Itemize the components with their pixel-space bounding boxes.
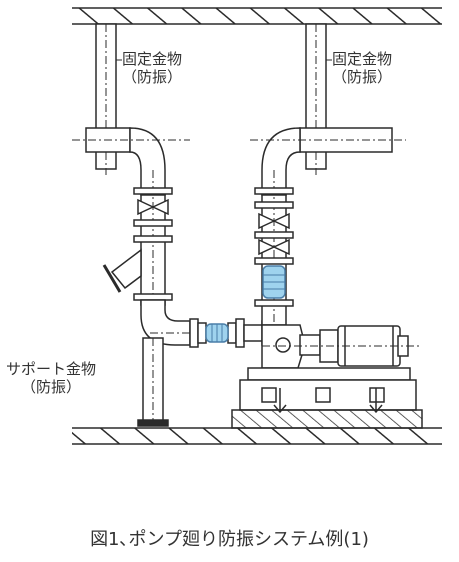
fixing-label-left-line1: 固定金物 bbox=[122, 50, 183, 68]
left-vertical-pipe bbox=[133, 170, 173, 320]
floor-slab bbox=[72, 427, 442, 445]
ceiling-slab bbox=[72, 7, 442, 25]
vibration-joint-horizontal bbox=[205, 323, 229, 343]
strainer bbox=[102, 248, 142, 293]
fixing-label-left-line2: （防振） bbox=[122, 68, 183, 86]
pump-unit bbox=[261, 324, 420, 369]
support-bracket bbox=[137, 337, 169, 428]
left-upper-pipe bbox=[72, 127, 190, 196]
support-label-line2: （防振） bbox=[21, 378, 82, 396]
figure-caption: 図1､ポンプ廻り防振システム例(1) bbox=[90, 529, 369, 550]
horizontal-pipe-to-pump bbox=[189, 318, 271, 348]
support-label: サポート金物 （防振） bbox=[6, 360, 96, 396]
fixing-label-right-line1: 固定金物 bbox=[332, 50, 393, 68]
right-vertical-pipe bbox=[254, 170, 294, 345]
vibration-joint-vertical bbox=[262, 265, 286, 299]
fixing-label-right-line2: （防振） bbox=[332, 68, 393, 86]
right-upper-pipe bbox=[250, 127, 406, 196]
pump-base bbox=[231, 367, 423, 429]
fixing-label-right: 固定金物 （防振） bbox=[332, 50, 392, 86]
support-label-line1: サポート金物 bbox=[6, 360, 97, 378]
fixing-label-left: 固定金物 （防振） bbox=[122, 50, 182, 86]
